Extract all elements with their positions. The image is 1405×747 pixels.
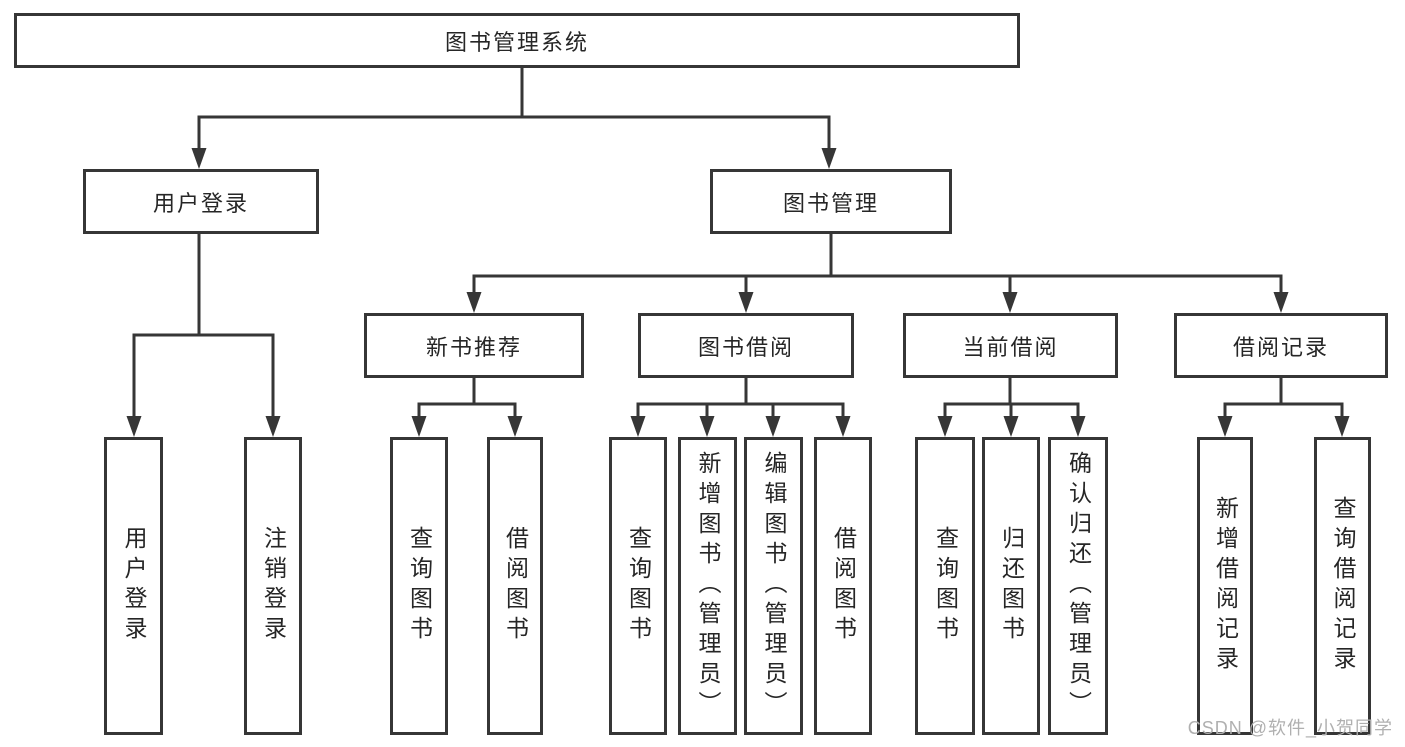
leaf-confirm-return-admin: 确认归还（管理员）: [1048, 437, 1108, 735]
arrowhead: [1002, 292, 1018, 313]
leaf-add-borrow-record: 新增借阅记录: [1197, 437, 1253, 735]
node-book-management: 图书管理: [710, 169, 952, 234]
arrowhead: [466, 292, 482, 313]
node-label: 用户登录: [152, 190, 249, 216]
node-book-borrowing: 图书借阅: [638, 313, 854, 378]
node-label: 图书管理系统: [444, 29, 589, 55]
leaf-label: 查询图书: [406, 526, 433, 646]
node-borrowing-records: 借阅记录: [1174, 313, 1388, 378]
arrowhead: [191, 148, 207, 169]
leaf-label: 查询借阅记录: [1330, 496, 1356, 676]
arrowhead: [1334, 416, 1350, 437]
arrowhead: [738, 292, 754, 313]
leaf-borrow-books-recommend: 借阅图书: [487, 437, 543, 735]
leaf-return-books: 归还图书: [982, 437, 1040, 735]
arrowhead: [1070, 416, 1086, 437]
leaf-label: 新增图书（管理员）: [695, 451, 721, 721]
leaf-user-login: 用户登录: [104, 437, 163, 735]
arrowhead: [1217, 416, 1233, 437]
leaf-add-books-admin: 新增图书（管理员）: [678, 437, 737, 735]
arrowhead: [765, 416, 781, 437]
leaf-query-books-current: 查询图书: [915, 437, 975, 735]
arrowhead: [126, 416, 142, 437]
arrowhead: [1003, 416, 1019, 437]
node-user-login: 用户登录: [83, 169, 319, 234]
csdn-watermark: CSDN @软件_小贺同学: [1187, 718, 1393, 738]
node-label: 当前借阅: [962, 334, 1059, 360]
node-library-management-system: 图书管理系统: [14, 13, 1020, 68]
node-new-book-recommendation: 新书推荐: [364, 313, 584, 378]
arrowhead: [699, 416, 715, 437]
node-label: 图书管理: [782, 190, 879, 216]
leaf-query-books-borrow: 查询图书: [609, 437, 667, 735]
leaf-edit-books-admin: 编辑图书（管理员）: [744, 437, 803, 735]
arrowhead: [1273, 292, 1289, 313]
leaf-label: 借阅图书: [830, 526, 857, 646]
node-label: 图书借阅: [697, 334, 794, 360]
arrowhead: [630, 416, 646, 437]
leaf-label: 借阅图书: [502, 526, 529, 646]
leaf-label: 注销登录: [260, 526, 287, 646]
leaf-label: 新增借阅记录: [1212, 496, 1239, 676]
node-label: 新书推荐: [425, 334, 522, 360]
arrowhead: [835, 416, 851, 437]
leaf-query-books-recommend: 查询图书: [390, 437, 448, 735]
leaf-label: 查询图书: [932, 526, 959, 646]
arrowhead: [265, 416, 281, 437]
arrowhead: [411, 416, 427, 437]
node-label: 借阅记录: [1232, 334, 1329, 360]
leaf-label: 查询图书: [625, 526, 652, 646]
arrowhead: [507, 416, 523, 437]
leaf-label: 归还图书: [998, 526, 1025, 646]
leaf-label: 用户登录: [121, 526, 147, 646]
node-current-borrowing: 当前借阅: [903, 313, 1118, 378]
leaf-logout-login: 注销登录: [244, 437, 302, 735]
leaf-borrow-books-borrow: 借阅图书: [814, 437, 872, 735]
leaf-query-borrow-record: 查询借阅记录: [1314, 437, 1371, 735]
arrowhead: [937, 416, 953, 437]
arrowhead: [821, 148, 837, 169]
leaf-label: 确认归还（管理员）: [1065, 451, 1092, 721]
leaf-label: 编辑图书（管理员）: [761, 451, 787, 721]
